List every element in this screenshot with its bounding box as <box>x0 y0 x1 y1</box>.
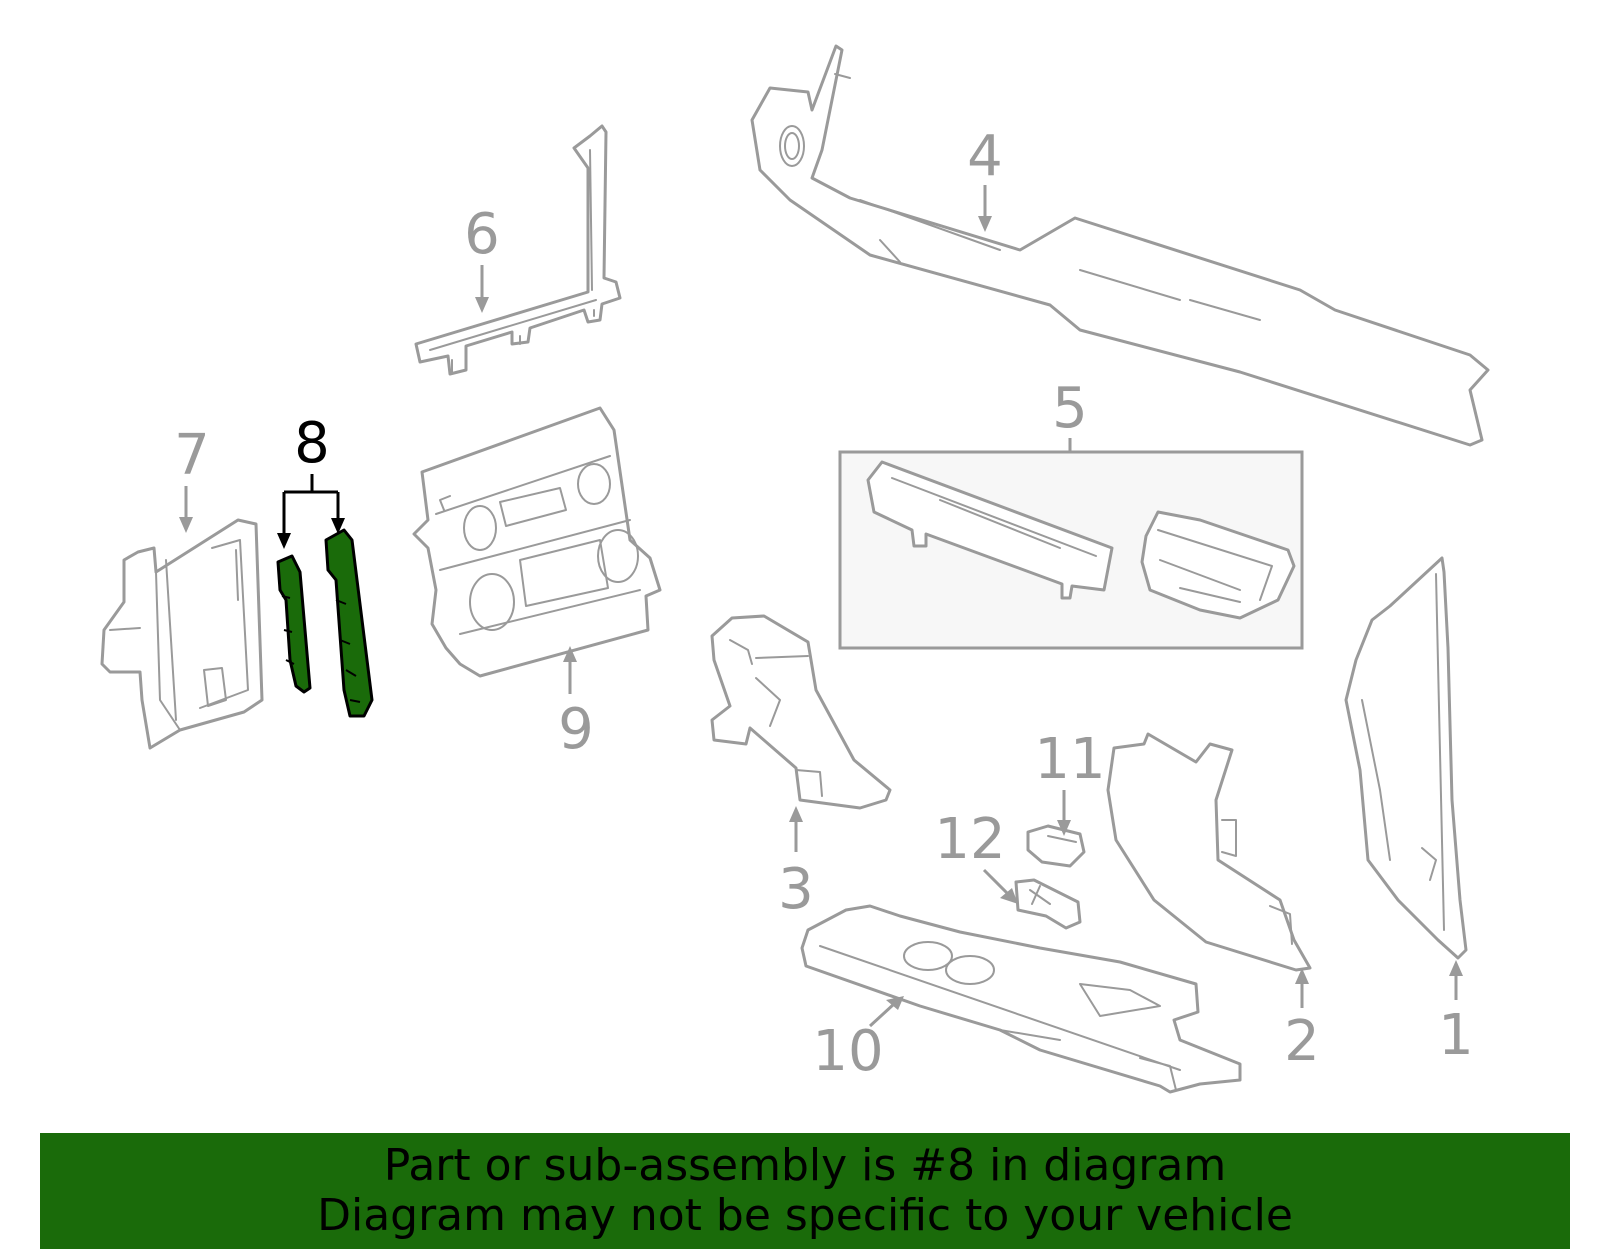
svg-text:10: 10 <box>812 1019 883 1084</box>
part-6-bracket[interactable] <box>414 124 622 376</box>
svg-text:12: 12 <box>934 807 1005 872</box>
callout-12: 12 <box>934 807 1018 904</box>
svg-text:8: 8 <box>294 411 330 476</box>
svg-text:11: 11 <box>1034 727 1105 792</box>
svg-text:6: 6 <box>464 202 500 267</box>
part-5-kit[interactable] <box>838 450 1304 650</box>
svg-text:4: 4 <box>967 124 1003 189</box>
part-12-clip[interactable] <box>1014 878 1082 930</box>
banner-line-1: Part or sub-assembly is #8 in diagram <box>383 1140 1227 1191</box>
part-9-center-bezel[interactable] <box>412 406 662 678</box>
callout-7: 7 <box>174 423 210 533</box>
svg-text:1: 1 <box>1438 1003 1474 1068</box>
svg-text:7: 7 <box>174 423 210 488</box>
part-10-floor-tray[interactable] <box>800 904 1242 1094</box>
callout-8: 8 <box>277 411 345 549</box>
part-7-housing[interactable] <box>100 518 264 750</box>
svg-text:5: 5 <box>1052 376 1088 441</box>
banner-line-2: Diagram may not be specific to your vehi… <box>317 1190 1293 1241</box>
part-11-clip[interactable] <box>1026 824 1086 868</box>
callout-2: 2 <box>1284 968 1320 1074</box>
part-2-lower-cover[interactable] <box>1106 732 1312 972</box>
svg-text:3: 3 <box>778 857 814 922</box>
svg-text:9: 9 <box>558 697 594 762</box>
part-3-bracket[interactable] <box>710 614 892 810</box>
info-banner: Part or sub-assembly is #8 in diagram Di… <box>40 1133 1570 1249</box>
callout-4: 4 <box>967 124 1003 232</box>
callout-10: 10 <box>812 996 904 1084</box>
callout-1: 1 <box>1438 960 1474 1068</box>
callout-5: 5 <box>1052 376 1088 452</box>
callout-9: 9 <box>558 646 594 762</box>
callout-3: 3 <box>778 806 814 922</box>
svg-text:2: 2 <box>1284 1009 1320 1074</box>
callout-6: 6 <box>464 202 500 313</box>
part-4-dash-trim[interactable] <box>750 44 1490 447</box>
part-8-trim-strips[interactable] <box>276 528 374 718</box>
part-1-side-panel[interactable] <box>1344 556 1468 960</box>
parts-diagram: 4 6 5 7 8 <box>100 44 1490 1094</box>
callout-11: 11 <box>1034 727 1106 836</box>
